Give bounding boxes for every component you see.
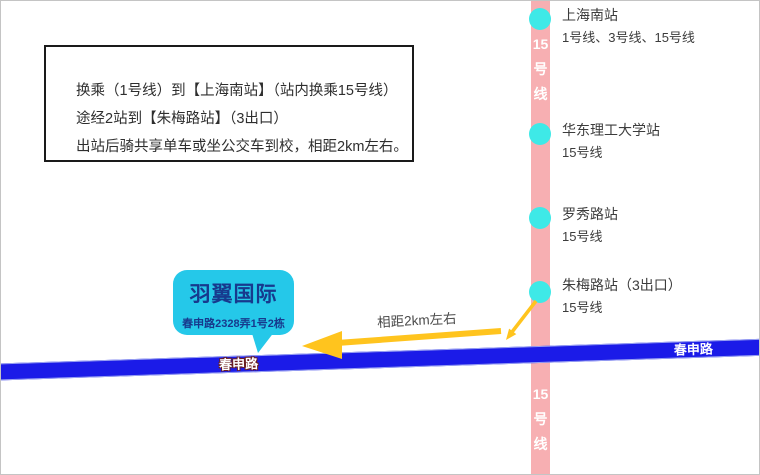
station-lines: 15号线 xyxy=(562,145,603,160)
metro-line-label-char: 号 xyxy=(533,61,548,77)
destination-bubble: 羽翼国际 春申路2328弄1号2栋 xyxy=(173,270,294,335)
metro-line-label-char: 线 xyxy=(533,86,548,102)
station-luoxiu-road: 罗秀路站 15号线 xyxy=(562,206,618,245)
station-zhumei-road: 朱梅路站（3出口） 15号线 xyxy=(562,277,682,316)
road-label-left: 春申路 xyxy=(218,356,259,373)
station-name: 华东理工大学站 xyxy=(562,122,660,138)
destination-title: 羽翼国际 xyxy=(189,283,278,306)
metro-line-label-char: 号 xyxy=(533,411,548,427)
metro-line-label-bottom: 15 号 线 xyxy=(531,382,550,457)
road-label-right: 春申路 xyxy=(673,341,714,358)
station-dot-icon xyxy=(529,123,551,145)
station-name: 朱梅路站（3出口） xyxy=(562,277,682,293)
station-name: 罗秀路站 xyxy=(562,206,618,222)
chunshen-road: 春申路 春申路 xyxy=(1,338,759,381)
metro-line-label-top: 15 号 线 xyxy=(531,32,550,107)
distance-label: 相距2km左右 xyxy=(376,310,457,331)
directions-line: 途经2站到【朱梅路站】（3出口） xyxy=(76,111,288,127)
arrow-left-shaft-icon xyxy=(336,328,502,346)
station-lines: 15号线 xyxy=(562,229,603,244)
metro-line-label-char: 15 xyxy=(532,386,549,402)
station-ecust: 华东理工大学站 15号线 xyxy=(562,122,660,161)
directions-line: 出站后骑共享单车或坐公交车到校，相距2km左右。 xyxy=(76,139,408,155)
metro-line-label-char: 15 xyxy=(532,36,549,52)
destination-address: 春申路2328弄1号2栋 xyxy=(182,318,285,330)
station-lines: 15号线 xyxy=(562,300,603,315)
station-dot-icon xyxy=(529,281,551,303)
station-lines: 1号线、3号线、15号线 xyxy=(562,30,695,45)
station-dot-icon xyxy=(529,8,551,30)
directions-line: 换乘（1号线）到【上海南站】（站内换乘15号线） xyxy=(76,83,398,99)
arrow-down-head-icon xyxy=(506,328,517,340)
station-shanghai-south: 上海南站 1号线、3号线、15号线 xyxy=(562,7,695,46)
metro-line-label-char: 线 xyxy=(533,436,548,452)
station-dot-icon xyxy=(529,207,551,229)
directions-box: 换乘（1号线）到【上海南站】（站内换乘15号线） 途经2站到【朱梅路站】（3出口… xyxy=(44,45,414,162)
metro-line-15: 15 号 线 15 号 线 xyxy=(531,1,550,474)
station-name: 上海南站 xyxy=(562,7,618,23)
